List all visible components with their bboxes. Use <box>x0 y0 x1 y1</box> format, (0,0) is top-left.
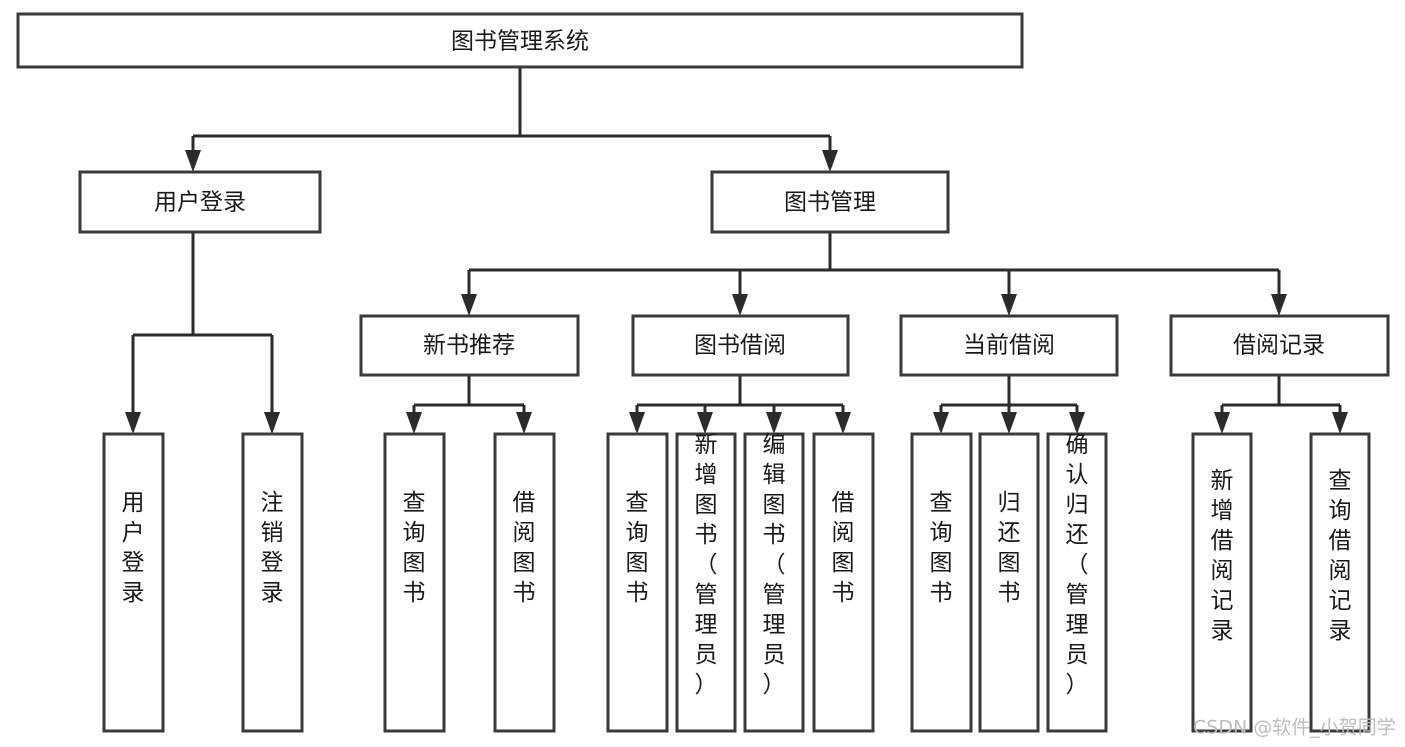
node-leaf-borrow-book-1-label: 借阅图书 <box>513 490 536 606</box>
arrow-head-leaf-edit-book <box>766 412 782 434</box>
node-leaf-query-book-2-label: 查询图书 <box>626 490 649 606</box>
node-book-management[interactable]: 图书管理 <box>710 170 950 234</box>
node-leaf-add-book-label: 新增图书（管理员） <box>695 432 718 698</box>
csdn-watermark: CSDN @软件_小贺同学 <box>1193 717 1396 739</box>
arrow-head-leaf-add-book <box>697 412 713 434</box>
arrow-head-leaf-query-record <box>1332 412 1348 434</box>
node-leaf-user-login-box[interactable] <box>102 432 165 733</box>
node-new-book-recommend-label: 新书推荐 <box>423 333 515 359</box>
node-borrow-record-box[interactable] <box>1169 314 1390 377</box>
node-leaf-query-book-1-box[interactable] <box>383 432 446 733</box>
connector-group-user-login <box>125 232 280 434</box>
node-book-management-box[interactable] <box>710 170 950 234</box>
node-leaf-return-book-box[interactable] <box>978 432 1040 733</box>
node-leaf-user-login-label: 用户登录 <box>122 490 145 606</box>
node-leaf-edit-book[interactable]: 编辑图书（管理员） <box>743 432 805 733</box>
node-book-borrow-box[interactable] <box>631 314 850 377</box>
node-leaf-query-book-3[interactable]: 查询图书 <box>910 432 973 733</box>
node-leaf-add-record[interactable]: 新增借阅记录 <box>1191 432 1253 733</box>
node-leaf-return-book[interactable]: 归还图书 <box>978 432 1040 733</box>
node-leaf-query-book-2[interactable]: 查询图书 <box>606 432 669 733</box>
node-user-login-label: 用户登录 <box>154 190 246 216</box>
arrow-head-book-management <box>822 150 838 172</box>
arrow-head-borrow-record <box>1271 294 1287 316</box>
arrow-head-leaf-add-record <box>1214 412 1230 434</box>
node-leaf-confirm-return-label: 确认归还（管理员） <box>1066 432 1089 698</box>
node-user-login-box[interactable] <box>78 170 322 234</box>
node-leaf-query-record[interactable]: 查询借阅记录 <box>1309 432 1371 733</box>
connector-group-current-borrow <box>933 375 1085 434</box>
connector-group-borrow-record <box>1214 375 1348 434</box>
node-leaf-query-book-3-box[interactable] <box>910 432 973 733</box>
node-new-book-recommend[interactable]: 新书推荐 <box>359 314 580 377</box>
node-leaf-return-book-label: 归还图书 <box>998 490 1021 606</box>
node-leaf-query-book-1-label: 查询图书 <box>403 490 426 606</box>
node-root-box[interactable] <box>16 12 1024 69</box>
node-leaf-borrow-book-1[interactable]: 借阅图书 <box>493 432 556 733</box>
node-leaf-query-record-box[interactable] <box>1309 432 1371 733</box>
arrow-head-leaf-return-book <box>1001 412 1017 434</box>
node-leaf-logout-login[interactable]: 注销登录 <box>241 432 304 733</box>
arrow-head-book-borrow <box>732 294 748 316</box>
node-root[interactable]: 图书管理系统 <box>16 12 1024 69</box>
node-leaf-add-book-box[interactable] <box>675 432 737 733</box>
node-leaf-borrow-book-2[interactable]: 借阅图书 <box>812 432 875 733</box>
arrow-head-leaf-logout-login <box>264 412 280 434</box>
arrow-head-leaf-query-book-3 <box>933 412 949 434</box>
node-leaf-user-login[interactable]: 用户登录 <box>102 432 165 733</box>
connector-group-book-borrow <box>629 375 851 434</box>
connector-group-root <box>185 67 838 172</box>
node-leaf-borrow-book-2-box[interactable] <box>812 432 875 733</box>
node-current-borrow-box[interactable] <box>899 314 1119 377</box>
node-leaf-logout-login-box[interactable] <box>241 432 304 733</box>
node-borrow-record-label: 借阅记录 <box>1233 333 1325 359</box>
node-leaf-borrow-book-2-label: 借阅图书 <box>832 490 855 606</box>
node-leaf-logout-login-label: 注销登录 <box>261 490 284 606</box>
node-leaf-add-record-box[interactable] <box>1191 432 1253 733</box>
node-root-label: 图书管理系统 <box>451 29 589 55</box>
node-leaf-borrow-book-1-box[interactable] <box>493 432 556 733</box>
arrow-head-leaf-query-book-2 <box>629 412 645 434</box>
node-leaf-confirm-return-box[interactable] <box>1046 432 1108 733</box>
node-leaf-query-book-2-box[interactable] <box>606 432 669 733</box>
node-leaf-add-book[interactable]: 新增图书（管理员） <box>675 432 737 733</box>
connector-group-book-management <box>461 232 1287 316</box>
node-book-borrow-label: 图书借阅 <box>694 333 786 359</box>
node-leaf-query-book-1[interactable]: 查询图书 <box>383 432 446 733</box>
arrow-head-leaf-query-book-1 <box>406 412 422 434</box>
arrow-head-user-login <box>185 150 201 172</box>
arrow-head-leaf-confirm-return <box>1069 412 1085 434</box>
node-leaf-edit-book-box[interactable] <box>743 432 805 733</box>
arrow-head-current-borrow <box>1001 294 1017 316</box>
node-leaf-add-record-label: 新增借阅记录 <box>1211 468 1234 644</box>
node-leaf-edit-book-label: 编辑图书（管理员） <box>763 432 786 698</box>
node-leaf-query-record-label: 查询借阅记录 <box>1329 468 1352 644</box>
node-user-login[interactable]: 用户登录 <box>78 170 322 234</box>
node-new-book-recommend-box[interactable] <box>359 314 580 377</box>
node-book-borrow[interactable]: 图书借阅 <box>631 314 850 377</box>
node-leaf-query-book-3-label: 查询图书 <box>930 490 953 606</box>
node-borrow-record[interactable]: 借阅记录 <box>1169 314 1390 377</box>
arrow-head-leaf-borrow-book-2 <box>835 412 851 434</box>
connector-group-new-book-recommend <box>406 375 532 434</box>
arrow-head-leaf-borrow-book-1 <box>516 412 532 434</box>
node-book-management-label: 图书管理 <box>784 190 876 216</box>
arrow-head-leaf-user-login <box>125 412 141 434</box>
arrow-head-new-book-recommend <box>461 294 477 316</box>
node-leaf-confirm-return[interactable]: 确认归还（管理员） <box>1046 432 1108 733</box>
node-current-borrow-label: 当前借阅 <box>963 333 1055 359</box>
node-current-borrow[interactable]: 当前借阅 <box>899 314 1119 377</box>
